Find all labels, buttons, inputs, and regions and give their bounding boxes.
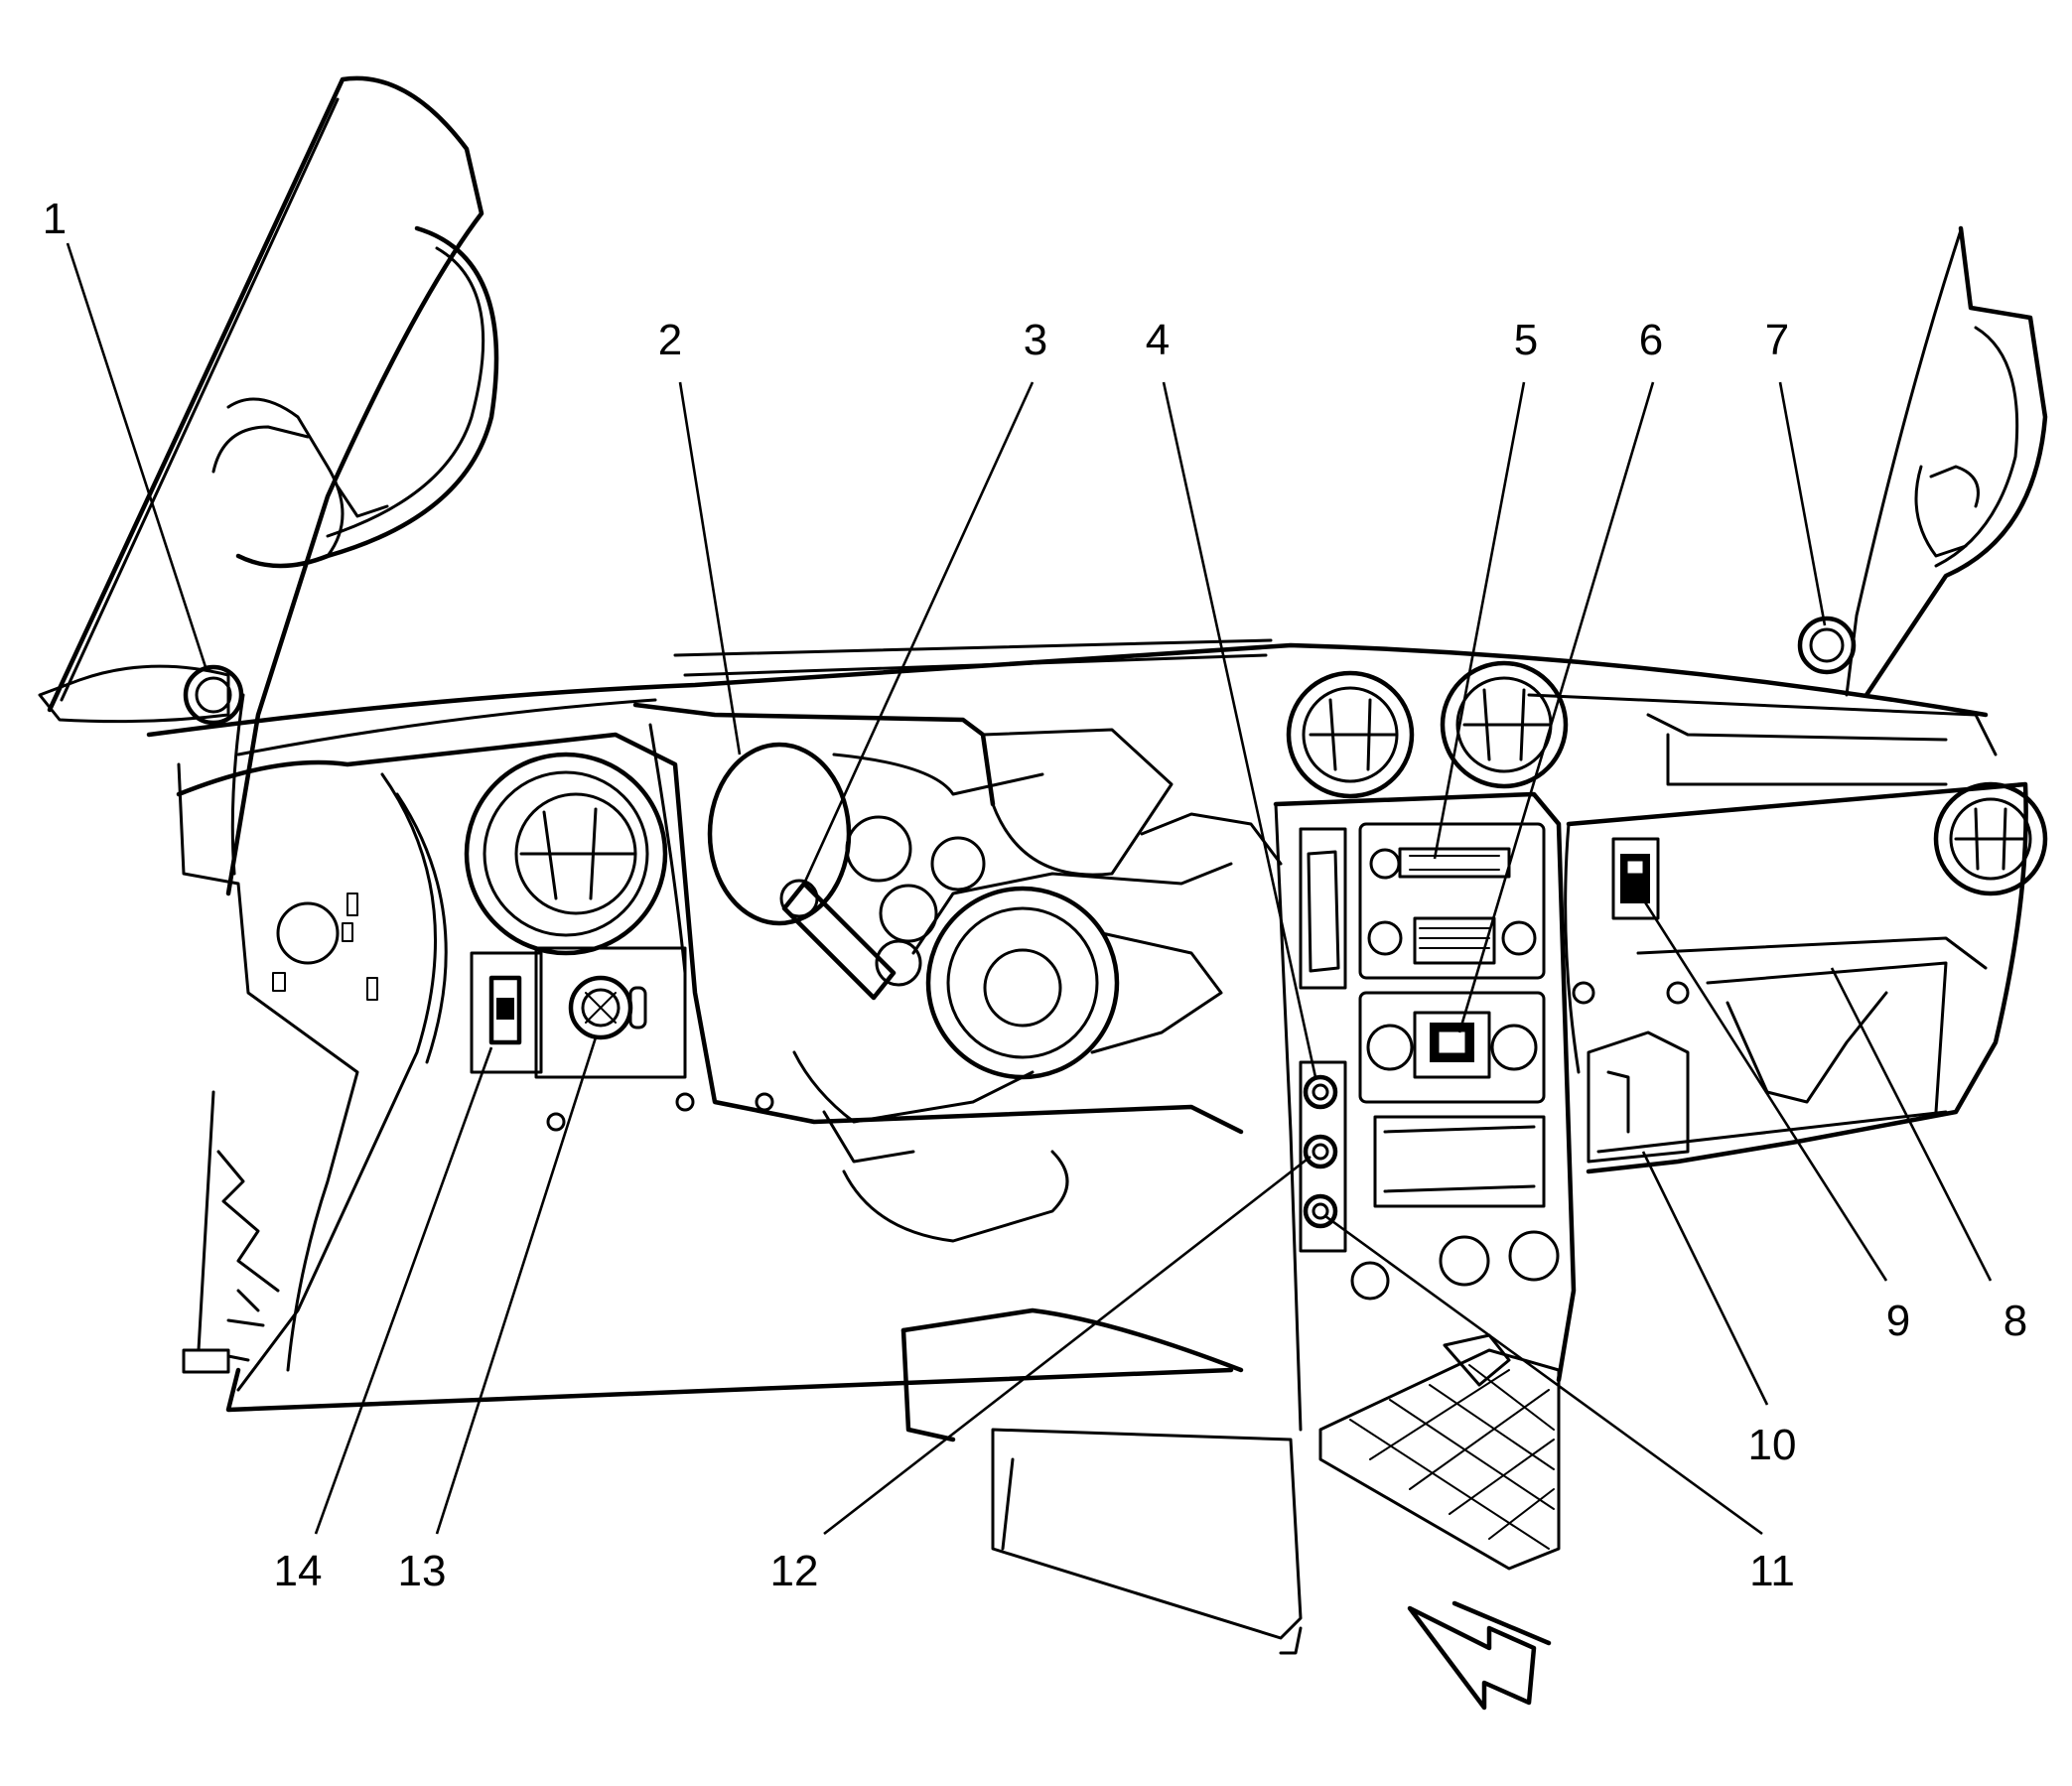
leader-14	[314, 1046, 493, 1535]
callout-14: 14	[274, 1547, 323, 1595]
leader-9	[1631, 883, 1888, 1282]
dash-body	[176, 732, 2028, 1413]
callout-12: 12	[770, 1547, 819, 1595]
dash-top	[146, 638, 1998, 786]
leader-12	[823, 1155, 1312, 1536]
left-air-vent	[464, 752, 668, 956]
leader-8	[1830, 967, 1993, 1282]
right-components	[1572, 781, 2048, 1164]
leader-6	[1457, 381, 1655, 1033]
leader-10	[1641, 1151, 1769, 1406]
leader-4	[1162, 381, 1317, 1078]
right-speaker	[1797, 616, 1857, 675]
callout-8: 8	[2003, 1297, 2027, 1345]
console-extension	[900, 1307, 1561, 1655]
instrument-cluster	[632, 702, 1174, 987]
callout-11: 11	[1749, 1547, 1795, 1595]
left-bracket	[177, 762, 378, 1374]
leader-3	[802, 381, 1035, 885]
callout-2: 2	[658, 316, 682, 364]
leader-11	[1324, 1214, 1763, 1536]
callout-13: 13	[398, 1547, 447, 1595]
callout-4: 4	[1146, 316, 1170, 364]
leader-2	[678, 381, 742, 756]
callout-6: 6	[1639, 316, 1663, 364]
left-pillar-trim	[38, 75, 499, 896]
leader-7	[1778, 381, 1827, 626]
callout-9: 9	[1886, 1297, 1910, 1345]
forward-arrow-icon	[1407, 1600, 1552, 1711]
leader-13	[435, 1036, 598, 1535]
callout-3: 3	[1024, 316, 1047, 364]
left-switch-panel	[470, 946, 774, 1132]
center-stack	[1273, 660, 1577, 1432]
callout-labels: 1 2 3 4 5 6 7 8 9 10 11 12 13 14	[43, 195, 2027, 1595]
right-pillar-trim	[1845, 225, 2048, 698]
leader-lines	[66, 242, 1993, 1536]
callout-7: 7	[1765, 316, 1789, 364]
steering-column	[779, 812, 1283, 1243]
left-speaker	[183, 664, 244, 726]
leader-5	[1433, 381, 1526, 860]
leader-1	[66, 242, 208, 671]
callout-5: 5	[1514, 316, 1538, 364]
callout-10: 10	[1748, 1421, 1797, 1469]
callout-1: 1	[43, 195, 67, 243]
